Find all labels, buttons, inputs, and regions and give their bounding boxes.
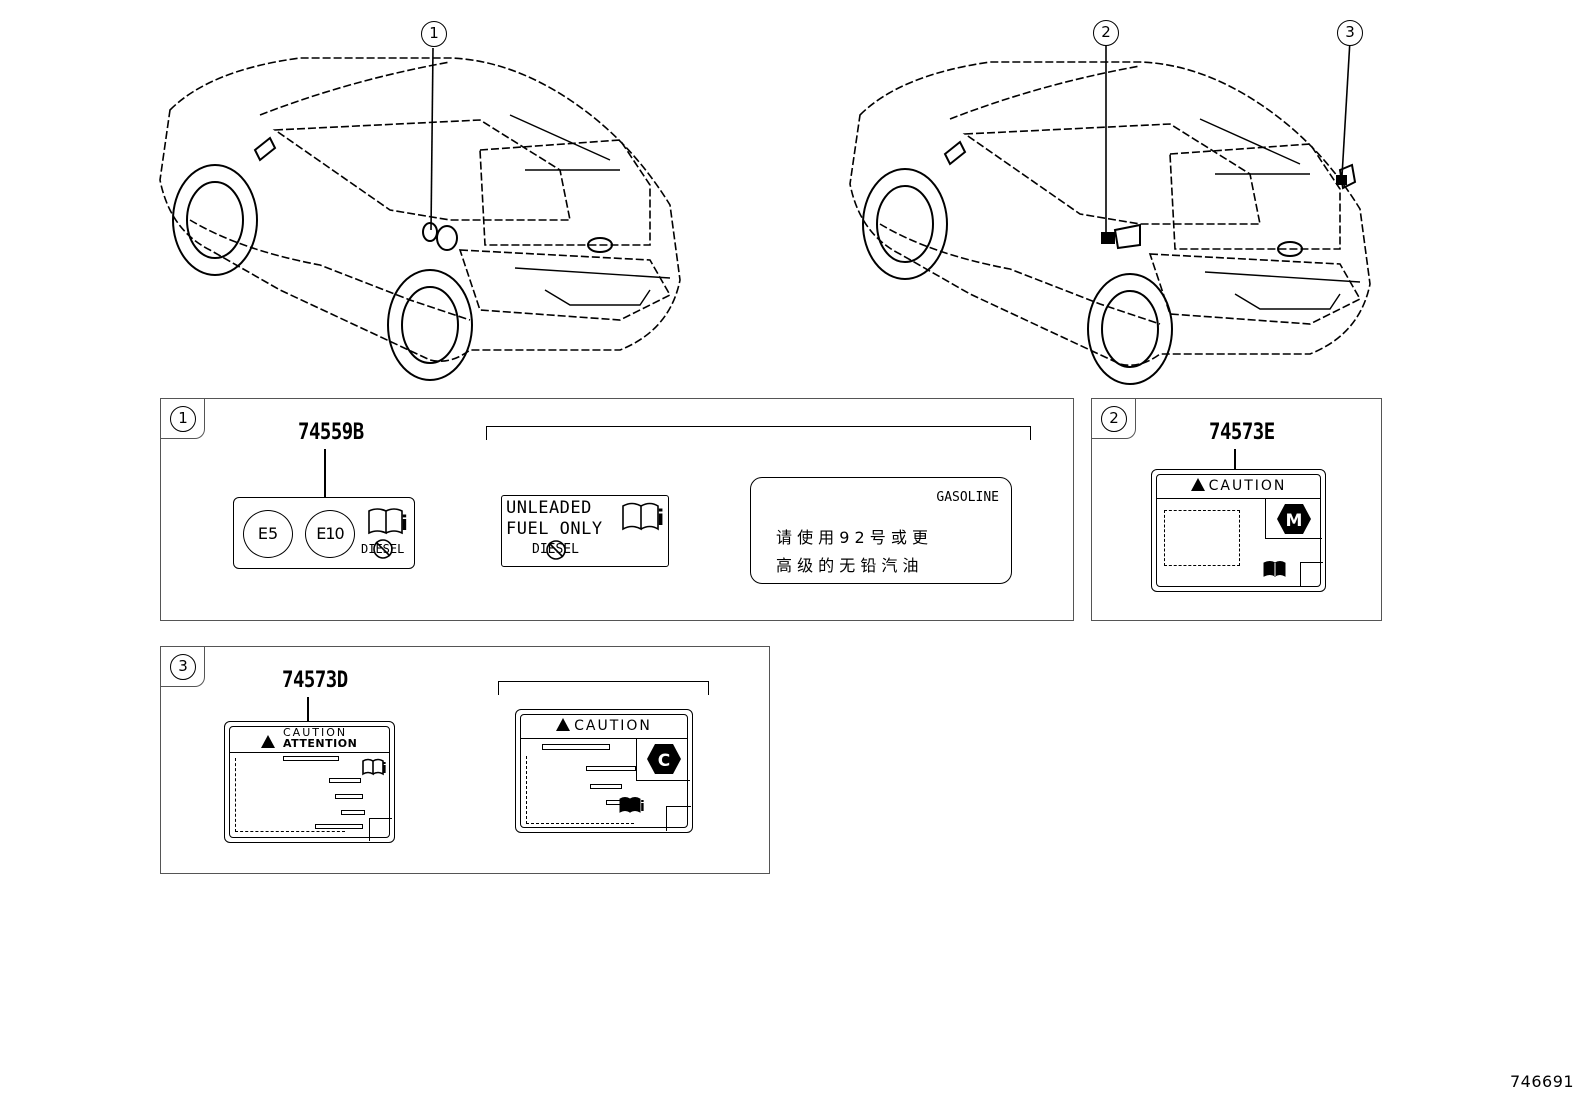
warning-triangle-icon bbox=[1190, 478, 1205, 491]
book-info-icon: i bbox=[368, 508, 408, 535]
gasoline-line-2: 高 级 的 无 铅 汽 油 bbox=[776, 556, 919, 575]
label-caution-c: CAUTION C i bbox=[515, 709, 693, 833]
svg-text:i: i bbox=[657, 506, 664, 530]
panel-1-tag: 1 bbox=[170, 406, 196, 432]
label-caution-attention: CAUTION ATTENTION i bbox=[224, 721, 395, 843]
leader-line bbox=[307, 697, 309, 721]
part-number-74573E: 74573E bbox=[1209, 419, 1275, 445]
book-icon bbox=[1263, 561, 1286, 577]
caution-text: CAUTION bbox=[283, 726, 348, 739]
panel-1-tab: 1 bbox=[161, 399, 205, 439]
label-gasoline-chinese: GASOLINE 请 使 用 9 2 号 或 更 高 级 的 无 铅 汽 油 bbox=[750, 477, 1012, 584]
e10-badge: E10 bbox=[305, 510, 355, 558]
label-caution-m: CAUTION M bbox=[1151, 469, 1326, 592]
book-info-icon: i bbox=[619, 797, 645, 814]
no-diesel-icon bbox=[546, 540, 566, 560]
panel-3: 3 74573D CAUTION ATTENTION i CAUTION bbox=[160, 646, 770, 874]
callout-2: 2 bbox=[1093, 20, 1119, 46]
part-number-74559B: 74559B bbox=[298, 419, 364, 445]
caution-header: CAUTION bbox=[1156, 474, 1321, 499]
caution-header: CAUTION ATTENTION bbox=[229, 726, 390, 753]
caution-header: CAUTION bbox=[520, 714, 688, 739]
caution-inner bbox=[229, 726, 390, 838]
text-bar bbox=[586, 766, 636, 771]
part-number-74573D: 74573D bbox=[282, 667, 348, 693]
text-block-placeholder bbox=[526, 756, 634, 824]
corner-box bbox=[666, 806, 691, 831]
leader-line bbox=[324, 449, 326, 499]
label-unleaded-fuel-only: UNLEADED FUEL ONLY DIESEL i bbox=[501, 495, 669, 567]
panel-3-tag: 3 bbox=[170, 654, 196, 680]
badge-divider bbox=[1265, 498, 1267, 538]
text-bar bbox=[283, 756, 339, 761]
leader-line bbox=[1234, 449, 1236, 469]
callout-1: 1 bbox=[421, 21, 447, 47]
svg-text:i: i bbox=[640, 799, 645, 814]
text-block-placeholder bbox=[235, 758, 345, 832]
text-bar bbox=[590, 784, 622, 789]
hexagon-badge-icon: M bbox=[1277, 504, 1311, 534]
caution-inner bbox=[520, 714, 688, 828]
car-illustration-left bbox=[159, 47, 681, 381]
bracket-variants bbox=[498, 681, 709, 695]
attention-text: ATTENTION bbox=[283, 737, 358, 750]
panel-2-tag: 2 bbox=[1101, 406, 1127, 432]
caution-inner bbox=[1156, 474, 1321, 587]
text-block-placeholder bbox=[1164, 510, 1240, 566]
car-illustration-right bbox=[849, 39, 1371, 385]
text-bar bbox=[335, 794, 363, 799]
illustration-id: 746691 bbox=[1510, 1072, 1575, 1091]
text-bar bbox=[329, 778, 361, 783]
warning-triangle-icon bbox=[556, 718, 571, 731]
panel-1: 1 74559B E5 E10 i DIESEL UNLEADED FUEL O… bbox=[160, 398, 1074, 621]
svg-text:i: i bbox=[382, 761, 387, 776]
panel-2-tab: 2 bbox=[1092, 399, 1136, 439]
warning-triangle-icon bbox=[261, 735, 275, 748]
unleaded-line-2: FUEL ONLY bbox=[506, 519, 603, 539]
unleaded-line-1: UNLEADED bbox=[506, 498, 592, 518]
text-bar bbox=[315, 824, 363, 829]
svg-text:C: C bbox=[658, 751, 670, 771]
gasoline-line-1: 请 使 用 9 2 号 或 更 bbox=[776, 528, 928, 547]
badge-divider bbox=[636, 738, 638, 780]
e5-badge: E5 bbox=[243, 510, 293, 558]
label-e5-e10: E5 E10 i DIESEL bbox=[233, 497, 415, 569]
no-diesel-icon bbox=[373, 539, 393, 559]
text-bar bbox=[542, 744, 610, 750]
bracket-variants bbox=[486, 426, 1031, 440]
gasoline-heading: GASOLINE bbox=[936, 490, 999, 505]
svg-text:M: M bbox=[1286, 511, 1303, 531]
hexagon-badge-icon: C bbox=[647, 744, 681, 774]
panel-3-tab: 3 bbox=[161, 647, 205, 687]
svg-text:i: i bbox=[401, 511, 408, 535]
book-info-icon: i bbox=[362, 758, 387, 776]
badge-divider bbox=[1265, 538, 1322, 540]
panel-2: 2 74573E CAUTION M bbox=[1091, 398, 1382, 621]
callout-3: 3 bbox=[1337, 20, 1363, 46]
text-bar bbox=[341, 810, 365, 815]
corner-box bbox=[369, 818, 392, 841]
book-info-icon: i bbox=[622, 502, 664, 531]
badge-divider bbox=[636, 780, 690, 782]
corner-box bbox=[1300, 562, 1323, 587]
